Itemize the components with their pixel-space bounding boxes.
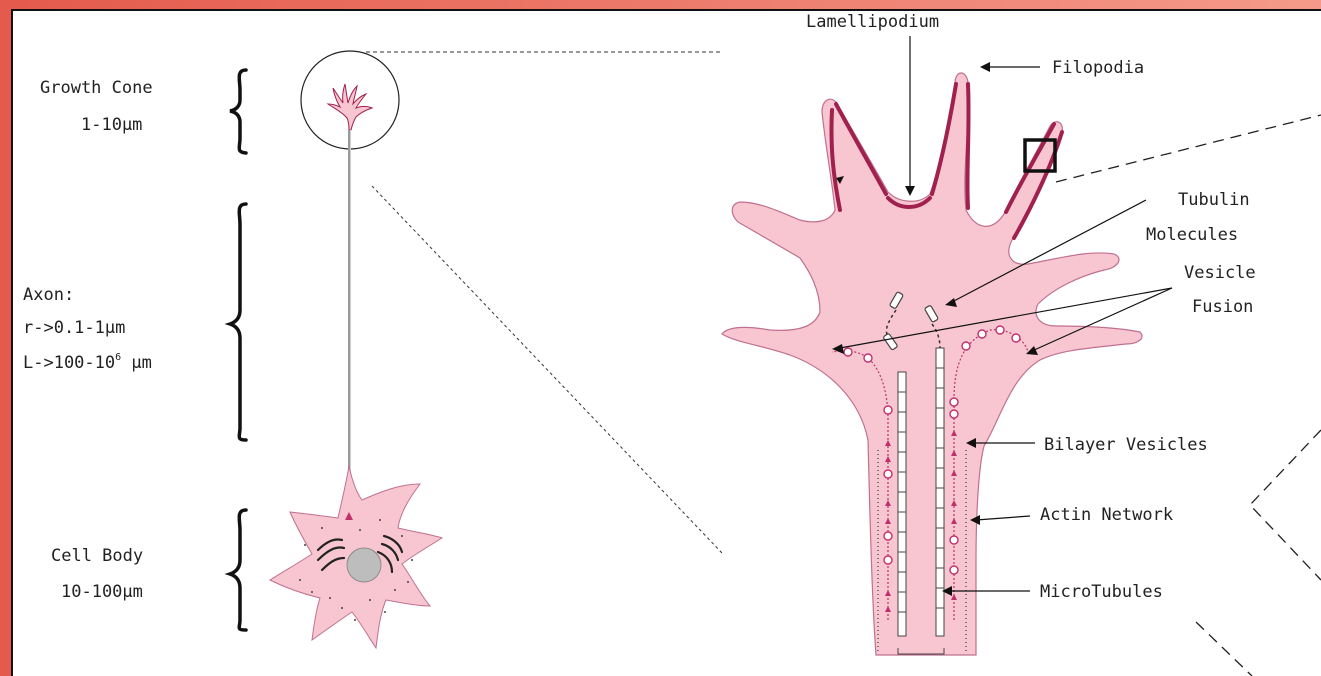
label-axon: Axon:: [23, 285, 74, 305]
whole-neuron: [270, 51, 442, 648]
label-axon-l-unit: μm: [121, 353, 152, 373]
nucleus: [347, 548, 381, 582]
growth-cone-membrane: [722, 73, 1142, 655]
label-cell-body-size: 10-100μm: [61, 582, 143, 602]
brace-growth-cone: [230, 70, 246, 153]
label-actin-network: Actin Network: [1040, 505, 1173, 525]
label-bilayer-vesicles: Bilayer Vesicles: [1044, 435, 1208, 455]
braces: [230, 70, 246, 630]
label-microtubules: MicroTubules: [1040, 582, 1163, 602]
label-cell-body: Cell Body: [51, 546, 143, 566]
microtubule-right: [936, 348, 944, 636]
label-growth-cone-size: 1-10μm: [81, 115, 142, 135]
label-fusion: Fusion: [1192, 297, 1253, 317]
label-axon-r: r->0.1-1μm: [23, 318, 125, 338]
brace-cell-body: [230, 510, 246, 630]
label-axon-l-prefix: L->100-10: [23, 353, 115, 373]
label-lamellipodium: Lamellipodium: [806, 12, 939, 32]
label-growth-cone: Growth Cone: [40, 78, 153, 98]
label-filopodia: Filopodia: [1052, 58, 1144, 78]
mini-growth-cone: [328, 84, 372, 130]
brace-axon: [230, 204, 246, 440]
zoom-lines: [366, 52, 722, 553]
growth-cone-detail: [722, 73, 1142, 655]
label-vesicle: Vesicle: [1184, 263, 1256, 283]
label-axon-l: L->100-106 μm: [23, 352, 152, 373]
label-molecules: Molecules: [1146, 225, 1238, 245]
left-labels: Growth Cone 1-10μm Axon: r->0.1-1μm L->1…: [23, 78, 153, 602]
label-tubulin: Tubulin: [1178, 190, 1250, 210]
